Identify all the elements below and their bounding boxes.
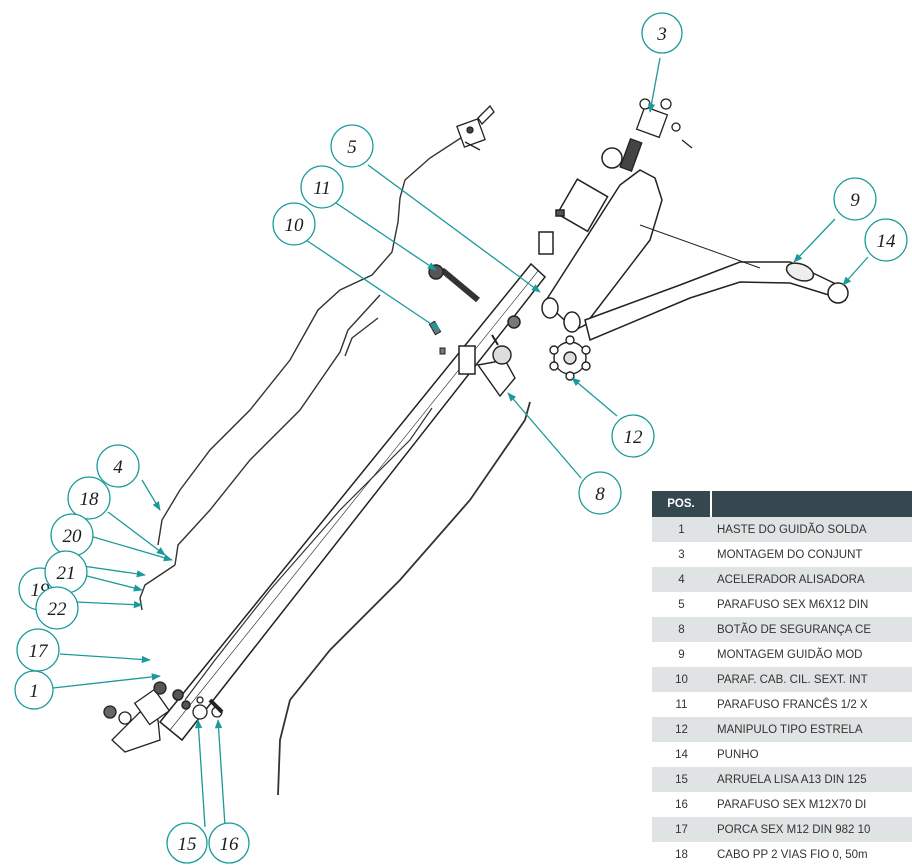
part-position-cell: 18 [652, 842, 711, 867]
part-position-cell: 12 [652, 717, 711, 742]
part-position-cell: 5 [652, 592, 711, 617]
svg-text:1: 1 [29, 681, 39, 702]
svg-text:10: 10 [285, 215, 305, 236]
svg-text:5: 5 [347, 137, 357, 158]
svg-text:9: 9 [850, 190, 860, 211]
part-description-cell: MONTAGEM GUIDÃO MOD [711, 642, 912, 667]
part-position-cell: 10 [652, 667, 711, 692]
part-description-cell: HASTE DO GUIDÃO SOLDA [711, 517, 912, 542]
part-position-cell: 3 [652, 542, 711, 567]
svg-text:17: 17 [29, 641, 50, 662]
part-description-cell: PORCA SEX M12 DIN 982 10 [711, 817, 912, 842]
balloon-14: 14 [864, 218, 908, 262]
svg-text:12: 12 [624, 427, 644, 448]
part-position-cell: 17 [652, 817, 711, 842]
safety-button-part [476, 334, 516, 398]
part-description-cell: CABO PP 2 VIAS FIO 0, 50m [711, 842, 912, 867]
balloon-15: 15 [166, 822, 208, 864]
part-description-cell: PARAFUSO SEX M6X12 DIN [711, 592, 912, 617]
svg-text:20: 20 [63, 526, 83, 547]
svg-text:18: 18 [80, 489, 100, 510]
part-description-cell: ARRUELA LISA A13 DIN 125 [711, 767, 912, 792]
balloon-20: 20 [50, 513, 94, 557]
balloon-22: 22 [35, 586, 79, 630]
handle-assembly-part [538, 147, 849, 342]
description-column-header [711, 491, 912, 517]
bolt-15-16-part [192, 696, 224, 720]
part-position-cell: 15 [652, 767, 711, 792]
svg-text:21: 21 [57, 563, 76, 584]
parts-list-header: POS. [652, 491, 912, 517]
balloon-11: 11 [300, 165, 344, 209]
part-description-cell: MONTAGEM DO CONJUNT [711, 542, 912, 567]
part-position-cell: 11 [652, 692, 711, 717]
balloon-3: 3 [641, 12, 683, 54]
part-position-cell: 16 [652, 792, 711, 817]
balloon-17: 17 [16, 628, 60, 672]
balloon-21: 21 [44, 550, 88, 594]
balloon-8: 8 [578, 471, 622, 515]
svg-text:4: 4 [113, 457, 123, 478]
svg-text:16: 16 [220, 834, 240, 855]
part-description-cell: ACELERADOR ALISADORA [711, 567, 912, 592]
balloon-9: 9 [833, 177, 877, 221]
part-description-cell: PARAFUSO SEX M12X70 DI [711, 792, 912, 817]
part-description-cell: PUNHO [711, 742, 912, 767]
part-position-cell: 9 [652, 642, 711, 667]
svg-text:15: 15 [178, 834, 197, 855]
part-description-cell: MANIPULO TIPO ESTRELA [711, 717, 912, 742]
balloon-18: 18 [67, 476, 111, 520]
pos-column-header: POS. [652, 491, 712, 517]
part-position-cell: 1 [652, 517, 711, 542]
balloon-16: 16 [208, 822, 250, 864]
star-knob-part [549, 335, 591, 381]
svg-text:14: 14 [877, 231, 897, 252]
balloon-12: 12 [611, 414, 655, 458]
part-description-cell: PARAF. CAB. CIL. SEXT. INT [711, 667, 912, 692]
svg-text:22: 22 [48, 599, 68, 620]
balloon-4: 4 [96, 444, 140, 488]
balloon-10: 10 [272, 202, 316, 246]
svg-text:11: 11 [313, 178, 331, 199]
part-position-cell: 8 [652, 617, 711, 642]
main-shaft-part [158, 262, 547, 742]
screw-10-part [428, 320, 446, 355]
bolt-11-part [428, 264, 480, 303]
part-description-cell: PARAFUSO FRANCÊS 1/2 X [711, 692, 912, 717]
part-description-cell: BOTÃO DE SEGURANÇA CE [711, 617, 912, 642]
part-position-cell: 4 [652, 567, 711, 592]
balloon-1: 1 [14, 670, 54, 710]
part-position-cell: 14 [652, 742, 711, 767]
svg-text:8: 8 [595, 484, 605, 505]
balloon-5: 5 [330, 124, 374, 168]
lower-clamp-part [103, 681, 171, 753]
svg-text:3: 3 [656, 24, 667, 45]
throttle-cable-part [139, 131, 531, 796]
locking-assembly-part [619, 98, 693, 172]
throttle-lever-part [456, 104, 495, 151]
